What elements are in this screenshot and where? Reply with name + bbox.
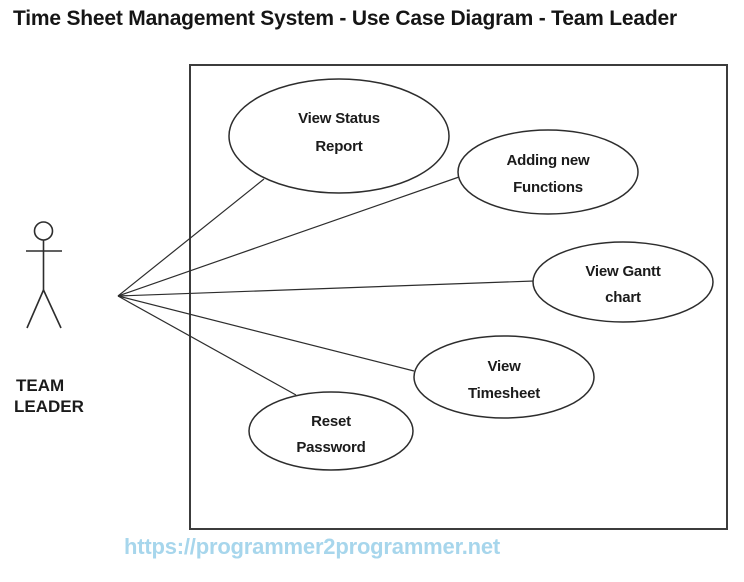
usecase-ellipse-view-status-report [228,78,450,194]
association-line-adding-new-functions [117,176,460,297]
usecase-adding-new-functions: Adding new Functions [457,129,639,215]
usecase-label-line2: Timesheet [468,385,540,402]
association-lines [117,176,535,396]
usecase-label-line1: View Gantt [585,263,660,280]
usecase-view-gantt-chart: View Gantt chart [532,241,714,323]
actor-label-line1: TEAM [16,376,64,395]
actor-head [33,221,54,241]
usecase-reset-password: Reset Password [248,391,414,471]
usecase-label-line2: chart [605,289,641,306]
usecase-ellipse-view-timesheet [413,335,595,419]
usecase-label-line2: Report [315,138,362,155]
actor-team-leader: TEAM LEADER [14,221,84,416]
actor-label-line2: LEADER [14,397,84,416]
usecase-ellipse-reset-password [248,391,414,471]
footer-website-link[interactable]: https://programmer2programmer.net [124,534,501,559]
usecase-label-line2: Functions [513,179,583,196]
usecase-label-line1: Reset [311,413,351,430]
association-line-reset-password [117,295,297,396]
usecase-ellipse-view-gantt-chart [532,241,714,323]
usecase-label-line1: View Status [298,110,380,127]
page-title: Time Sheet Management System - Use Case … [13,7,677,30]
system-boundary-box [189,64,728,530]
actor-leg-right [42,289,62,329]
association-line-view-gantt-chart [117,280,535,297]
association-line-view-status-report [117,178,265,297]
usecase-label-line2: Password [296,439,365,456]
usecase-label-line1: View [487,358,521,375]
actor-leg-left [26,289,45,329]
usecase-ellipse-adding-new-functions [457,129,639,215]
usecase-label-line1: Adding new [507,152,591,169]
usecase-view-timesheet: View Timesheet [413,335,595,419]
usecase-view-status-report: View Status Report [228,78,450,194]
association-line-view-timesheet [117,295,415,372]
